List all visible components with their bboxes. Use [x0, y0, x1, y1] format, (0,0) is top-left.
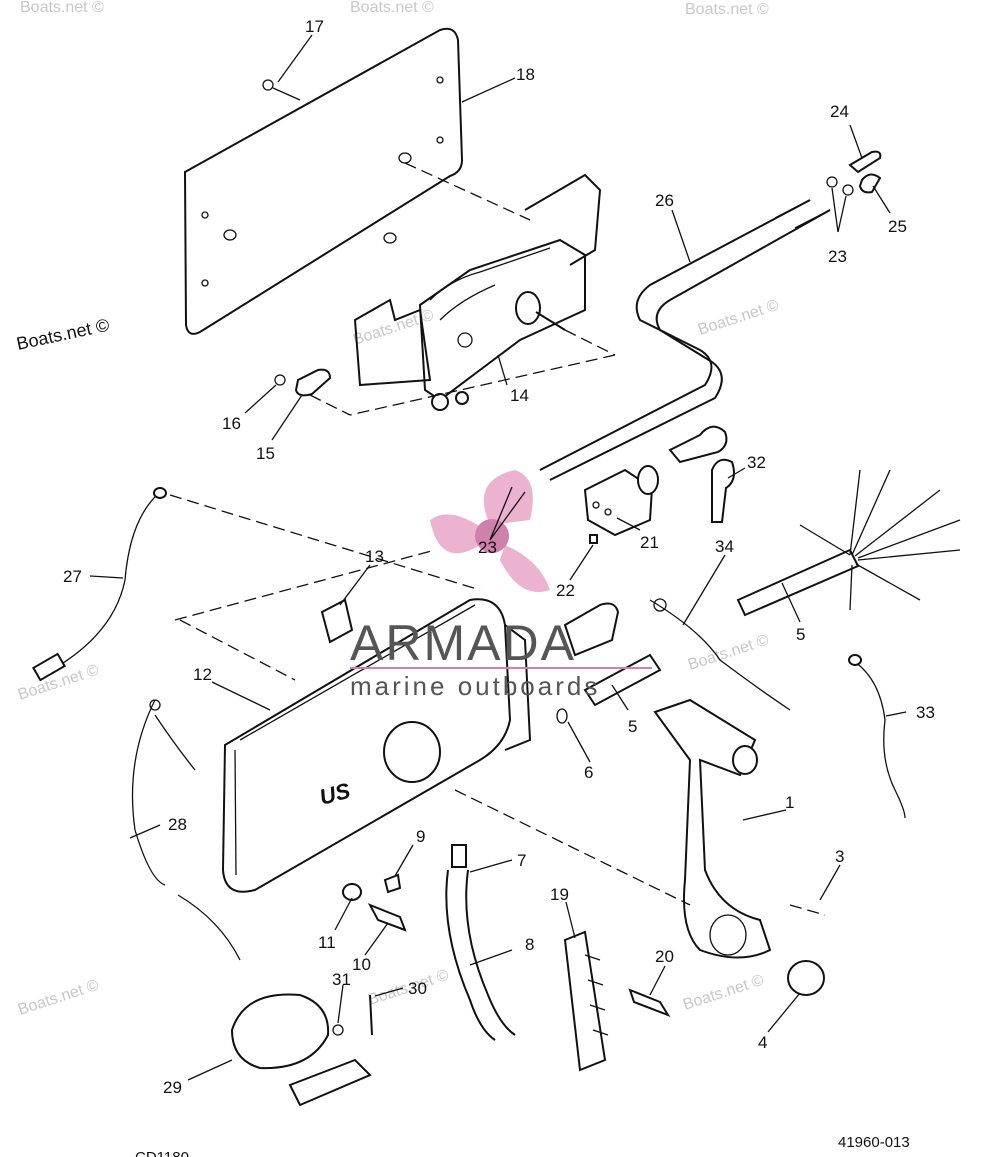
part-6-washer	[556, 708, 568, 724]
callout-9: 9	[416, 827, 425, 846]
callout-7: 7	[517, 851, 526, 870]
part-28-wire	[131, 699, 241, 961]
callout-4: 4	[758, 1033, 767, 1052]
part-2-stop-switch	[563, 602, 620, 657]
part-3-pin	[789, 904, 826, 916]
part-29-horn	[230, 993, 372, 1107]
part-11-washer	[342, 883, 362, 901]
callout-1: 1	[785, 793, 794, 812]
armada-logo: ARMADA marine outboards	[350, 470, 652, 701]
housing-badge: US	[317, 778, 353, 810]
callout-17: 17	[305, 17, 324, 36]
callout-18: 18	[516, 65, 535, 84]
part-34-lanyard	[649, 598, 791, 711]
part-30-screw	[369, 994, 373, 1036]
part-1-throttle-handle	[653, 698, 772, 959]
part-27-wire	[32, 487, 481, 682]
drawing-code: 41960-013	[838, 1134, 910, 1151]
callout-22: 22	[556, 581, 575, 600]
callout-3: 3	[835, 847, 844, 866]
watermark-boats-main: Boats.net ©	[15, 315, 111, 354]
callout-12: 12	[193, 665, 212, 684]
part-25-cap	[858, 173, 882, 194]
part-21-ignition-switch	[583, 465, 659, 537]
callout-11: 11	[318, 933, 336, 952]
part-17-screw	[262, 79, 301, 101]
callout-labels: 17 18 14 16 15 24 25 23 26 32 21 22 23 3…	[63, 17, 935, 1097]
callout-29: 29	[163, 1078, 182, 1097]
part-8-wire-sleeve	[445, 869, 516, 1041]
armada-title: ARMADA	[350, 615, 576, 671]
part-16-nut	[274, 374, 286, 386]
part-22-screw	[589, 534, 598, 544]
watermark-boats-top-right: Boats.net ©	[685, 1, 769, 18]
callout-25: 25	[888, 217, 907, 236]
callout-33: 33	[916, 703, 935, 722]
part-4-knob	[787, 960, 825, 996]
part-23-clips-top	[826, 176, 854, 196]
callout-19: 19	[550, 885, 569, 904]
callout-34: 34	[715, 537, 734, 556]
callout-10: 10	[352, 955, 371, 974]
leader-lines	[89, 34, 907, 1081]
callout-6: 6	[584, 763, 593, 782]
part-20-bolt	[628, 988, 671, 1017]
callout-26: 26	[655, 191, 674, 210]
callout-20: 20	[655, 947, 674, 966]
callout-13: 13	[365, 547, 384, 566]
callout-32: 32	[747, 453, 766, 472]
callout-28: 28	[168, 815, 187, 834]
callout-21: 21	[640, 533, 659, 552]
part-9-screw	[383, 873, 402, 894]
callout-31: 31	[332, 970, 351, 989]
part-13-clip	[320, 598, 354, 644]
callout-30: 30	[408, 979, 427, 998]
callout-24: 24	[830, 102, 849, 121]
watermark-boats-top-left: Boats.net ©	[20, 0, 104, 16]
part-18-mounting-plate	[183, 27, 531, 335]
callout-8: 8	[525, 935, 534, 954]
callout-14: 14	[510, 386, 529, 405]
callout-23-top: 23	[828, 247, 847, 266]
part-33-wire	[848, 654, 906, 819]
part-5-wire-harness	[736, 469, 961, 617]
part-15-bushing	[294, 368, 351, 416]
part-32-keys	[668, 425, 735, 523]
watermark-boats-right-upper: Boats.net ©	[696, 297, 781, 339]
part-31-nut	[332, 1024, 344, 1036]
callout-23-mid: 23	[478, 538, 497, 557]
part-5-tube-lower	[583, 653, 662, 707]
part-26-cables	[539, 199, 831, 481]
armada-subtitle: marine outboards	[350, 671, 600, 701]
callout-5-lower: 5	[628, 717, 637, 736]
callout-15: 15	[256, 444, 275, 463]
callout-5-upper: 5	[796, 625, 805, 644]
watermark-boats-left-bottom: Boats.net ©	[16, 977, 101, 1019]
watermark-boats-right-mid: Boats.net ©	[686, 632, 771, 674]
watermark-boats-top-mid: Boats.net ©	[350, 0, 434, 16]
callout-16: 16	[222, 414, 241, 433]
part-14-control-mechanism	[349, 173, 616, 416]
watermark-boats-right-bottom: Boats.net ©	[681, 972, 766, 1014]
part-7-grommet	[451, 844, 467, 868]
part-10-bolt	[367, 903, 407, 932]
part-19-terminal-block	[563, 930, 609, 1072]
part-24-pin	[848, 150, 882, 174]
callout-27: 27	[63, 567, 82, 586]
drawing-code-left: CD1180	[135, 1149, 189, 1157]
part-12-control-housing: US	[174, 549, 691, 906]
